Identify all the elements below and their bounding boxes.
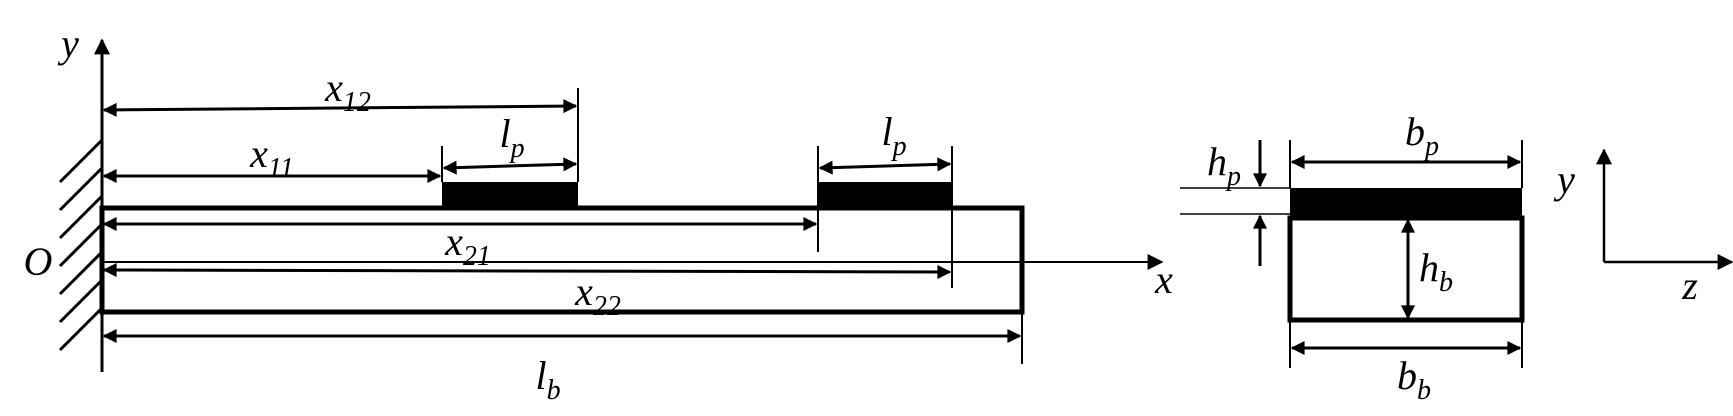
dim-lp-left bbox=[442, 157, 578, 175]
x-axis-label: x bbox=[1155, 257, 1173, 302]
section-piezo-layer bbox=[1290, 188, 1522, 218]
x21-label: x21 bbox=[445, 219, 491, 272]
piezo-patch-2 bbox=[818, 182, 952, 208]
section-beam-body bbox=[1287, 215, 1525, 323]
hb-label: hb bbox=[1419, 245, 1453, 298]
dimension-lines bbox=[102, 99, 1022, 343]
bp-label: bp bbox=[1405, 109, 1439, 162]
y-axis-label: y bbox=[61, 21, 79, 66]
fixed-support-hatching bbox=[58, 138, 104, 352]
x12-label: x12 bbox=[325, 65, 371, 118]
bb-label: bb bbox=[1397, 353, 1431, 406]
dim-lp-right bbox=[818, 157, 952, 175]
hp-label: hp bbox=[1207, 139, 1241, 192]
cross-section bbox=[1180, 140, 1525, 368]
x11-label: x11 bbox=[250, 131, 294, 184]
lb-label: lb bbox=[535, 353, 561, 406]
extension-lines bbox=[441, 88, 1023, 364]
piezo-patch-1 bbox=[442, 182, 578, 208]
dim-x22 bbox=[102, 263, 952, 279]
lp-left-label: lp bbox=[499, 111, 525, 164]
x22-label: x22 bbox=[575, 269, 621, 322]
origin-label: O bbox=[23, 239, 53, 284]
lp-right-label: lp bbox=[881, 109, 907, 162]
dim-x12 bbox=[102, 99, 578, 117]
section-y-label: y bbox=[1557, 157, 1575, 202]
section-z-label: z bbox=[1682, 263, 1698, 308]
